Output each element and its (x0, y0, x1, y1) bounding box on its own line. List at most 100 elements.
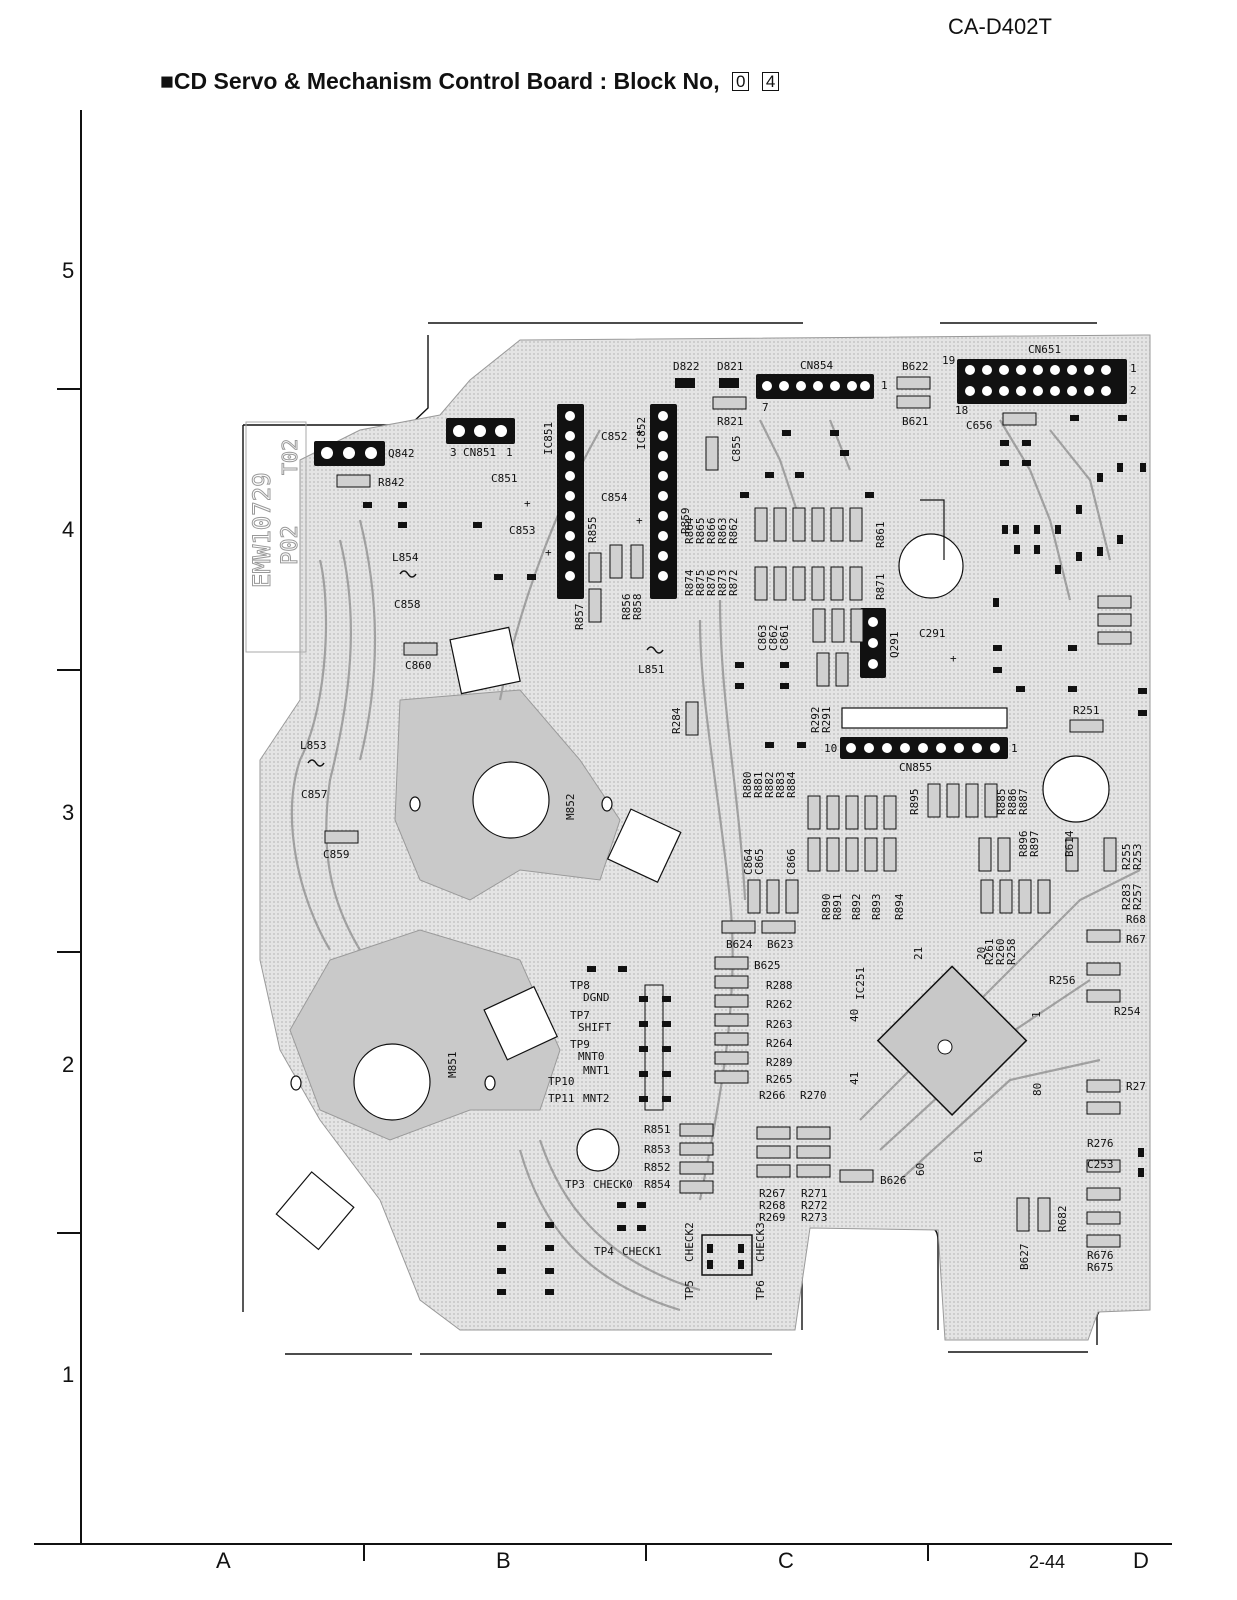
ref-label: R895 (908, 789, 921, 816)
ref-label: Q842 (388, 447, 415, 460)
ref-label: R872 (727, 570, 740, 597)
silkscreen-version: T02 (278, 439, 302, 475)
ref-label: C857 (301, 788, 328, 801)
row-label-2: 2 (62, 1052, 75, 1077)
ref-label: B623 (767, 938, 794, 951)
ref-label: R857 (573, 604, 586, 631)
ref-label: C864 (742, 848, 755, 875)
row-label-1: 1 (62, 1362, 75, 1387)
ref-label: C860 (405, 659, 432, 672)
svg-text:+: + (950, 652, 957, 665)
ref-label: R261 (983, 939, 996, 966)
row-label-3: 3 (62, 800, 75, 825)
ref-label: MNT0 (578, 1050, 605, 1063)
ic251-package (876, 965, 1028, 1116)
ref-label: R865 (694, 518, 707, 545)
keyhole-slot (920, 499, 945, 560)
ref-label: M851 (446, 1052, 459, 1079)
ref-label: R894 (893, 893, 906, 920)
ref-label: R874 (683, 569, 696, 596)
ref-label: L853 (300, 739, 327, 752)
ref-label: R876 (705, 570, 718, 597)
column-divider (645, 1543, 647, 1561)
connector-label: CN854 (800, 359, 833, 372)
ref-label: C861 (778, 625, 791, 652)
ref-label: R273 (801, 1211, 828, 1224)
ic-window (841, 707, 1008, 729)
ref-label: CHECK3 (754, 1222, 767, 1262)
ref-label: R270 (800, 1089, 827, 1102)
ref-label: R251 (1073, 704, 1100, 717)
ref-label: MNT2 (583, 1092, 610, 1105)
polarity-marks: ++ ++ + (524, 426, 957, 665)
ref-label: CHECK0 (593, 1178, 633, 1191)
svg-text:+: + (545, 546, 552, 559)
ref-label: TP3 (565, 1178, 585, 1191)
ref-label: R260 (994, 939, 1007, 966)
ref-label: D821 (717, 360, 744, 373)
ref-label: R859 (679, 508, 692, 535)
ref-label: R886 (1006, 789, 1019, 816)
ref-label: R257 (1131, 884, 1144, 911)
row-label-5: 5 (62, 258, 75, 283)
ref-label: SHIFT (578, 1021, 611, 1034)
ref-label: R871 (874, 574, 887, 601)
ref-label: R255 (1120, 844, 1133, 871)
ref-label: R880 (741, 772, 754, 799)
ref-label: C866 (785, 849, 798, 876)
column-label-d: D (1133, 1548, 1149, 1573)
row-divider (57, 388, 81, 390)
column-label-b: B (496, 1548, 511, 1573)
ref-label: R861 (874, 522, 887, 549)
ref-label: R873 (716, 570, 729, 597)
reference-designators: Q842 R842 IC851 C852 IC852 C851 C854 R85… (300, 360, 1146, 1300)
row-divider (57, 669, 81, 671)
ref-label: CHECK1 (622, 1245, 662, 1258)
connector-label: CN851 (463, 446, 496, 459)
connector-pin-label: 10 (824, 742, 837, 755)
ref-label: R265 (766, 1073, 793, 1086)
connector-pin-label: 19 (942, 354, 955, 367)
ref-label: B625 (754, 959, 781, 972)
ref-label: R897 (1028, 831, 1041, 858)
connector-pin-label: 1 (1011, 742, 1018, 755)
ref-label: 1 (1030, 1011, 1043, 1018)
ref-label: TP11 (548, 1092, 575, 1105)
ref-label: B621 (902, 415, 929, 428)
ref-label: C863 (756, 625, 769, 652)
ref-label: B622 (902, 360, 929, 373)
ref-label: R291 (820, 707, 833, 734)
ref-label: IC251 (854, 967, 867, 1000)
row-divider (57, 951, 81, 953)
ref-label: CHECK2 (683, 1222, 696, 1262)
connector-pin-label: 2 (1130, 384, 1137, 397)
ref-label: TP9 (570, 1038, 590, 1051)
ref-label: R851 (644, 1123, 671, 1136)
component-pins (321, 365, 1111, 753)
page-title: ■CD Servo & Mechanism Control Board : Bl… (160, 68, 780, 95)
ref-label: R256 (1049, 974, 1076, 987)
smd-pads (363, 378, 1147, 1295)
ref-label: R289 (766, 1056, 793, 1069)
connector-pin-label: 18 (955, 404, 968, 417)
column-label-a: A (216, 1548, 231, 1573)
ref-label: R283 (1120, 884, 1133, 911)
model-number: CA-D402T (948, 14, 1052, 39)
ref-label: C853 (509, 524, 536, 537)
resistor-bodies (324, 376, 1132, 1248)
ref-label: M852 (564, 794, 577, 821)
ref-label: IC851 (542, 422, 555, 455)
ref-label: TP6 (754, 1280, 767, 1300)
ref-label: R67 (1126, 933, 1146, 946)
ref-label: D822 (673, 360, 700, 373)
svg-text:+: + (636, 426, 643, 439)
ref-label: R254 (1114, 1005, 1141, 1018)
ref-label: TP8 (570, 979, 590, 992)
ref-label: R676 (1087, 1249, 1114, 1262)
grid-horizontal-axis (34, 1543, 1172, 1545)
ref-label: R675 (1087, 1261, 1114, 1274)
row-label-4: 4 (62, 517, 75, 542)
ref-label: R842 (378, 476, 405, 489)
ref-label: R264 (766, 1037, 793, 1050)
block-number-digit-1: 0 (731, 72, 750, 91)
